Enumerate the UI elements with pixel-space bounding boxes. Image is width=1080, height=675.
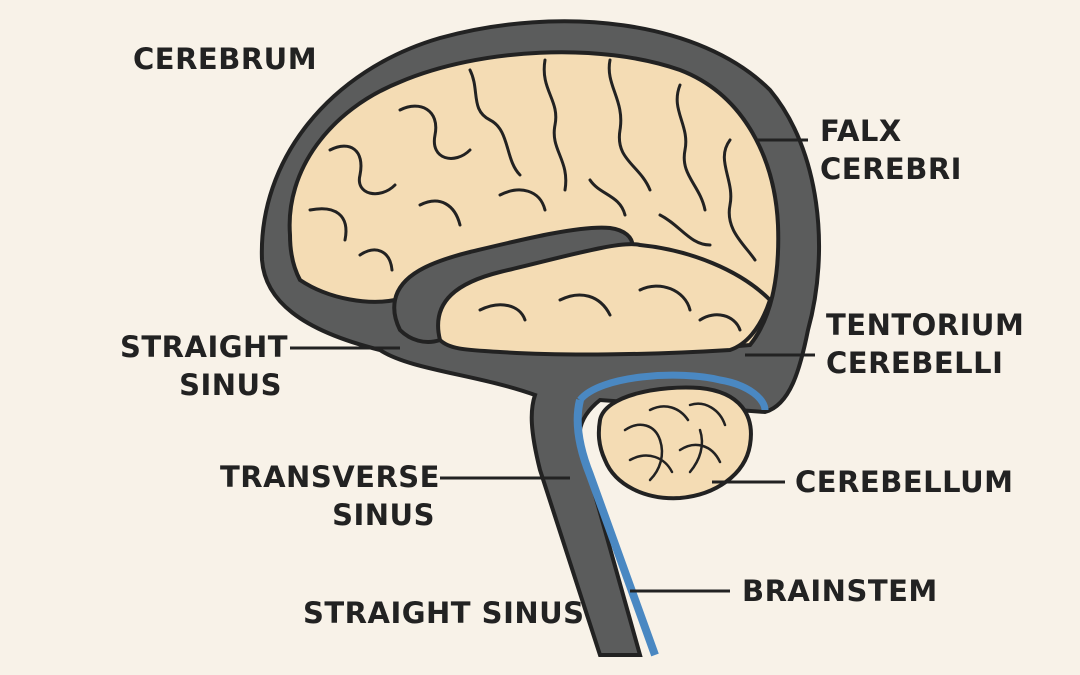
label-transverse-sinus: TRANSVERSE SINUS [220,458,440,534]
label-straight-sinus-lower: STRAIGHT SINUS [303,594,585,632]
label-falx-cerebri: FALX CEREBRI [820,112,962,188]
label-tentorium-line1: TENTORIUM [826,308,1025,342]
tentorium-line [577,371,769,411]
label-straight-line2: SINUS [179,368,282,402]
label-cerebellum: CEREBELLUM [795,463,1013,501]
cerebellum-folia [623,402,727,482]
label-cerebrum: CEREBRUM [133,40,317,78]
label-straight-sinus-lower-text: STRAIGHT SINUS [303,596,585,630]
cerebellum-shape [596,385,753,501]
label-tentorium-line2: CEREBELLI [826,346,1004,380]
gyri-lines [308,58,757,332]
label-falx-line1: FALX [820,114,902,148]
label-brainstem-text: BRAINSTEM [742,574,938,608]
label-straight-line1: STRAIGHT [120,330,289,364]
label-brainstem: BRAINSTEM [742,572,938,610]
label-tentorium-cerebelli: TENTORIUM CEREBELLI [826,306,1024,382]
brainstem-line [573,399,659,657]
label-straight-sinus-upper: STRAIGHT SINUS [120,328,289,404]
temporal-lobe [436,242,773,357]
label-transverse-line1: TRANSVERSE [220,460,440,494]
label-cerebrum-text: CEREBRUM [133,42,318,76]
label-cerebellum-text: CEREBELLUM [795,465,1014,499]
leader-lines [290,138,815,593]
label-falx-line2: CEREBRI [820,152,962,186]
label-transverse-line2: SINUS [332,498,435,532]
